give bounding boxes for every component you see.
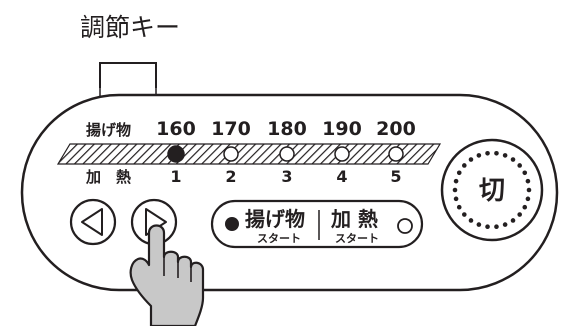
ring-dot xyxy=(517,212,522,217)
level-lamp-1-lit xyxy=(167,145,185,163)
fry-start-label: 揚げ物 xyxy=(245,207,305,231)
fry-start-sublabel: スタート xyxy=(257,232,301,245)
heat-start-label: 加 熱 xyxy=(330,207,378,231)
adjust-left-button[interactable] xyxy=(69,198,117,246)
start-button-frame xyxy=(210,199,424,249)
heat-level-3: 3 xyxy=(281,167,292,186)
ring-dot xyxy=(456,204,462,210)
heat-mode-label: 加 熱 xyxy=(85,168,131,186)
level-lamp-5 xyxy=(388,146,404,162)
ring-dot xyxy=(522,170,528,176)
ring-dot xyxy=(526,187,532,193)
heat-level-4: 4 xyxy=(336,167,347,186)
callout-bracket xyxy=(99,62,157,88)
fry-indicator-dot xyxy=(225,217,239,231)
level-lamp-2 xyxy=(223,146,239,162)
ring-dot xyxy=(468,218,474,223)
ring-dot xyxy=(510,157,516,162)
off-button-frame xyxy=(440,138,544,242)
heat-level-1: 1 xyxy=(170,167,181,186)
temp-label-180: 180 xyxy=(267,118,307,140)
ring-dot xyxy=(485,224,490,230)
ring-dot xyxy=(476,153,482,158)
ring-dot xyxy=(456,170,462,176)
pointing-hand-icon xyxy=(129,224,205,328)
ring-dot xyxy=(494,224,499,230)
temp-label-160: 160 xyxy=(156,118,196,140)
off-button-dotted-ring xyxy=(452,150,532,230)
ring-dot xyxy=(453,178,459,184)
off-button-label: 切 xyxy=(479,176,505,206)
ring-dot xyxy=(525,196,531,202)
ring-dot xyxy=(510,218,516,223)
heat-level-5: 5 xyxy=(390,167,401,186)
temp-label-190: 190 xyxy=(322,118,362,140)
ring-dot xyxy=(494,150,499,156)
ring-dot xyxy=(476,222,482,227)
callout-label: 調節キー xyxy=(80,13,180,42)
arrow-left-icon xyxy=(81,208,103,236)
ring-dot xyxy=(462,212,467,217)
level-lamp-3 xyxy=(279,146,295,162)
temp-label-170: 170 xyxy=(211,118,251,140)
heat-indicator-dot xyxy=(397,218,413,234)
ring-dot xyxy=(525,178,531,184)
level-bar xyxy=(56,143,442,165)
ring-dot xyxy=(517,163,522,168)
fry-mode-label: 揚げ物 xyxy=(86,121,131,139)
ring-dot xyxy=(485,150,490,156)
ring-dot xyxy=(522,204,528,210)
ring-dot xyxy=(502,153,508,158)
ring-dot xyxy=(468,157,474,162)
level-lamp-4 xyxy=(334,146,350,162)
ring-dot xyxy=(452,187,458,193)
ring-dot xyxy=(462,163,467,168)
off-button[interactable]: 切 xyxy=(440,138,544,242)
temp-label-200: 200 xyxy=(376,118,416,140)
start-button[interactable]: 揚げ物 スタート 加 熱 スタート xyxy=(210,199,424,249)
heat-start-sublabel: スタート xyxy=(335,232,379,245)
heat-level-2: 2 xyxy=(225,167,236,186)
ring-dot xyxy=(453,196,459,202)
ring-dot xyxy=(502,222,508,227)
